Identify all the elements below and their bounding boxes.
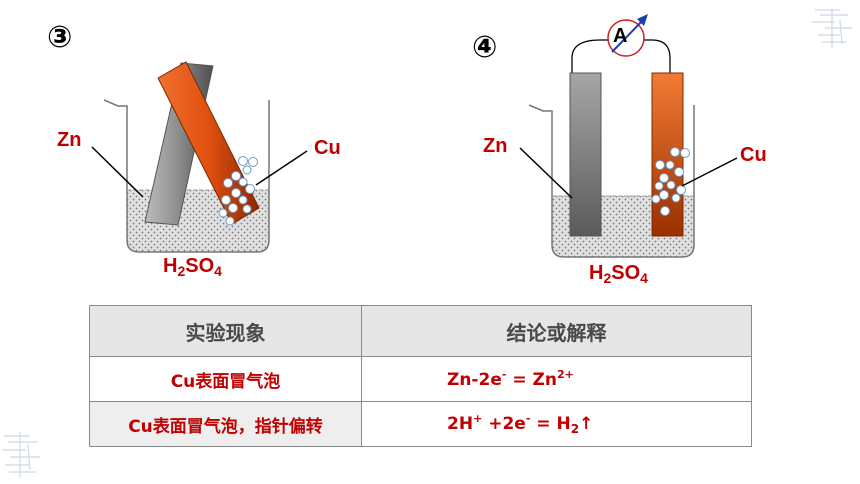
header-explanation: 结论或解释 xyxy=(361,305,752,357)
copper-electrode-3 xyxy=(157,61,260,225)
cu-label-3: Cu xyxy=(314,137,341,159)
electrolyte-formula-3: H2SO4 xyxy=(163,255,222,279)
decor-bottom-left xyxy=(2,432,40,478)
header-phenomenon: 实验现象 xyxy=(89,305,362,357)
explanation-cell: 2H+ +2e- = H2↑ xyxy=(361,401,752,447)
table-row: Cu表面冒气泡 Zn-2e- = Zn2+ xyxy=(89,356,752,402)
phenomenon-cell: Cu表面冒气泡 xyxy=(89,356,362,402)
results-table: 实验现象 结论或解释 Cu表面冒气泡 Zn-2e- = Zn2+ Cu表面冒气泡… xyxy=(89,305,752,447)
bubbles-4 xyxy=(651,147,690,216)
table-row: Cu表面冒气泡，指针偏转 2H+ +2e- = H2↑ xyxy=(89,401,752,447)
ammeter-label: A xyxy=(613,25,628,47)
zinc-electrode-4 xyxy=(569,72,602,237)
electrolyte-formula-4: H2SO4 xyxy=(589,262,648,286)
explanation-cell: Zn-2e- = Zn2+ xyxy=(361,356,752,402)
cu-label-4: Cu xyxy=(740,144,767,166)
bubbles-3 xyxy=(218,156,258,226)
panel-3-number: ③ xyxy=(47,20,73,55)
panel-4-number: ④ xyxy=(472,30,498,65)
zn-label-3: Zn xyxy=(57,129,82,151)
circuit-wire xyxy=(571,39,671,73)
decor-top-right xyxy=(812,9,852,48)
table-header-row: 实验现象 结论或解释 xyxy=(89,305,752,357)
phenomenon-cell: Cu表面冒气泡，指针偏转 xyxy=(89,401,362,447)
zn-label-4: Zn xyxy=(483,135,508,157)
ammeter-icon xyxy=(607,14,648,57)
